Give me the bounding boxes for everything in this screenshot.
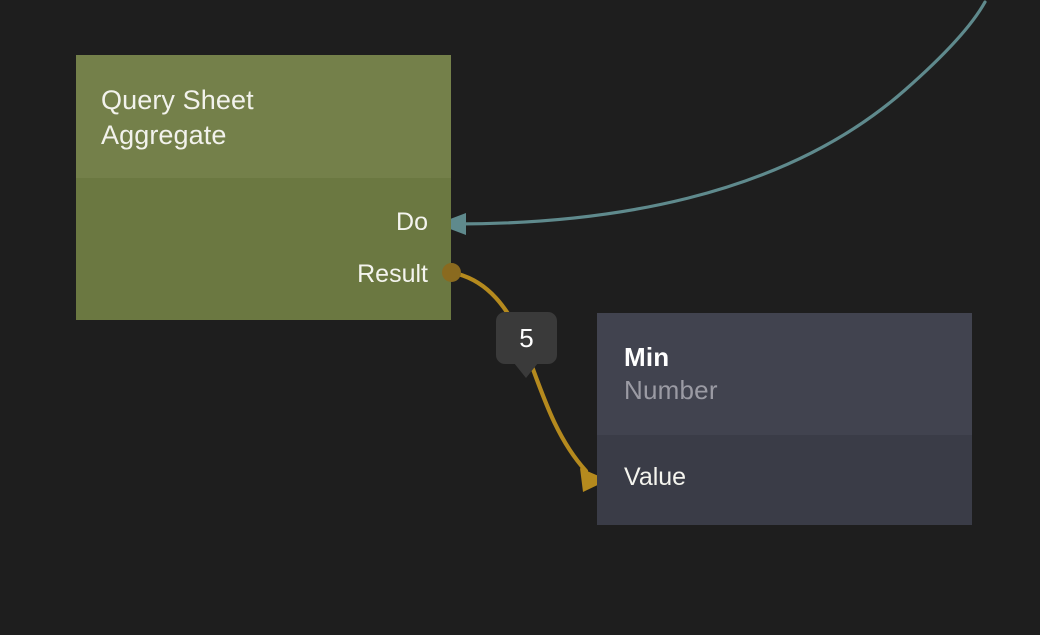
port-dot-result[interactable] — [442, 263, 461, 282]
data-wire[interactable] — [455, 271, 608, 492]
node-query-sheet-aggregate[interactable]: Query Sheet Aggregate Do Result — [76, 55, 451, 320]
node-body: Value — [597, 435, 972, 525]
wire-value-badge[interactable]: 5 — [496, 312, 557, 364]
port-data-out-result[interactable]: Result — [357, 260, 428, 288]
node-title: Query Sheet Aggregate — [101, 85, 254, 150]
port-exec-in-do[interactable]: Do — [396, 208, 428, 236]
node-header[interactable]: Min Number — [597, 313, 972, 435]
port-data-in-value[interactable]: Value — [624, 463, 687, 491]
node-title: Min — [624, 342, 670, 372]
node-body: Do Result — [76, 178, 451, 320]
node-header[interactable]: Query Sheet Aggregate — [76, 55, 451, 178]
node-min[interactable]: Min Number Value — [597, 313, 972, 525]
wire-value-badge-tail — [514, 363, 538, 378]
wire-value-badge-text: 5 — [519, 323, 534, 353]
exec-wire[interactable] — [437, 0, 987, 235]
node-subtitle: Number — [624, 375, 718, 405]
